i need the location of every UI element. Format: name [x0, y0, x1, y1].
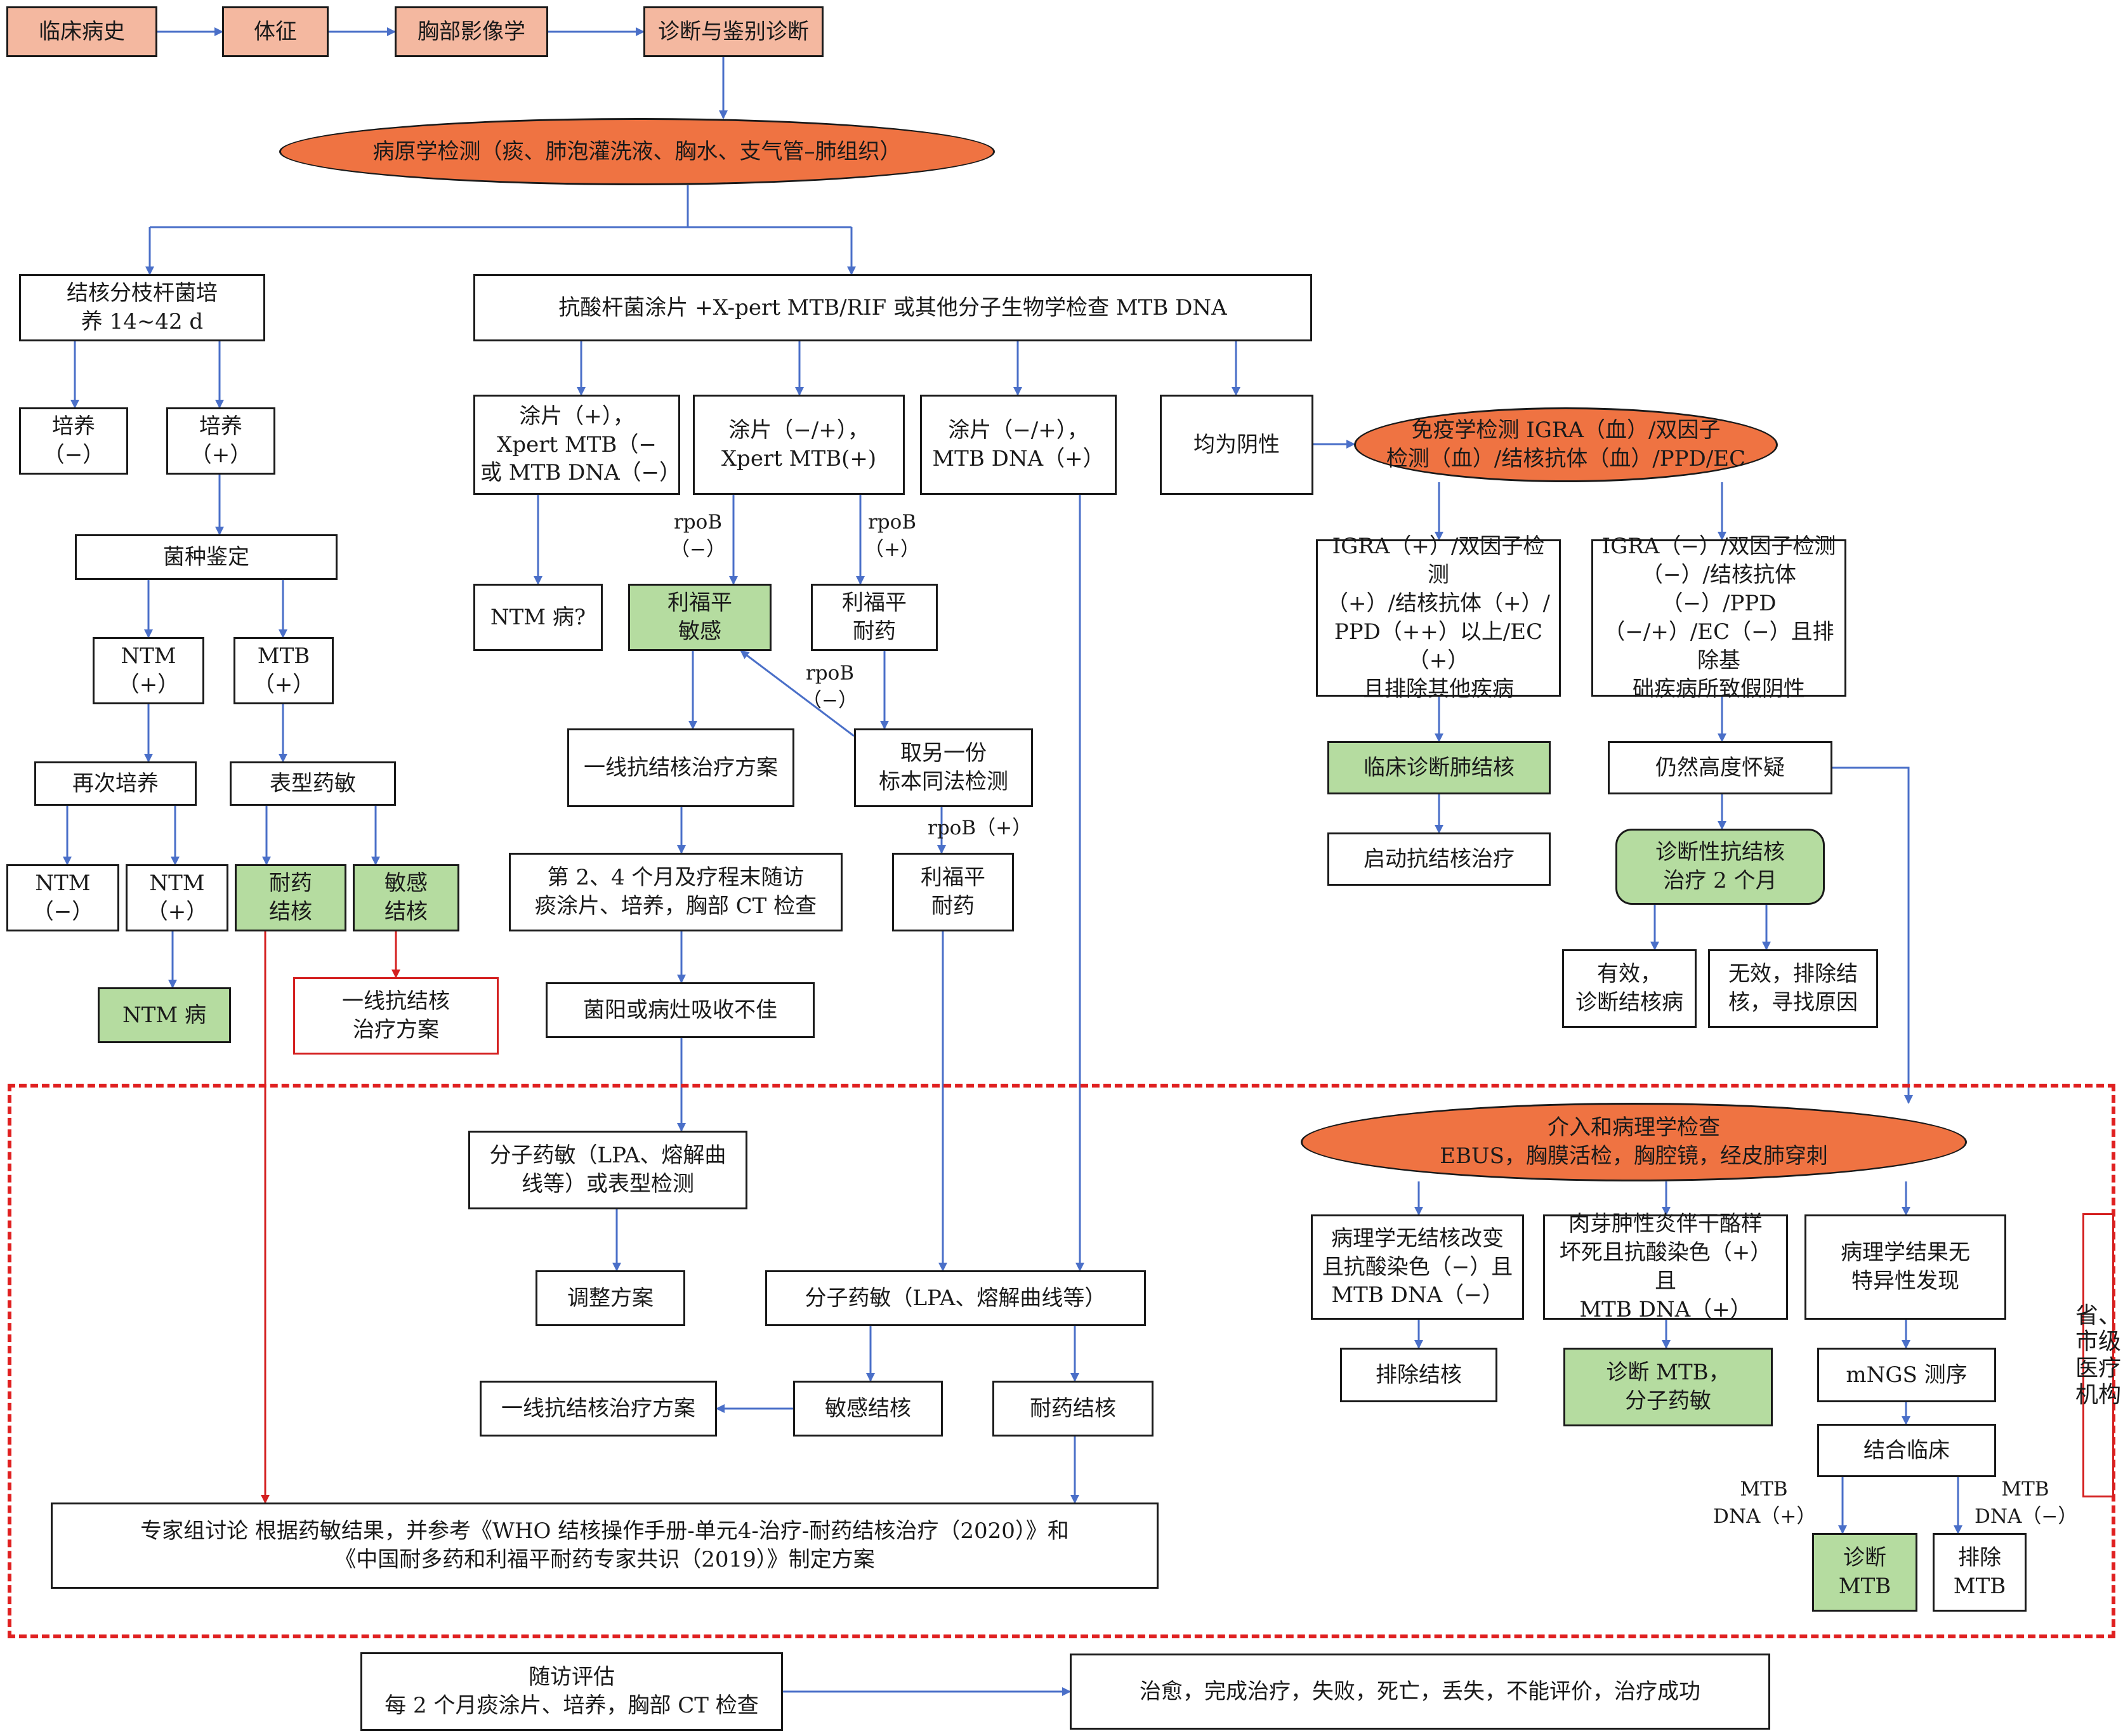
exclude-tb-box: 排除结核 [1340, 1348, 1497, 1402]
physical-signs-box: 体征 [222, 6, 329, 57]
ntm-negative-box-2: NTM （−） [6, 864, 119, 931]
followup-months-box: 第 2、4 个月及疗程末随访 痰涂片、培养，胸部 CT 检查 [509, 853, 843, 931]
first-line-regimen-box-left: 一线抗结核 治疗方案 [293, 977, 499, 1055]
igra-positive-box: IGRA（+）/双因子检测 （+）/结核抗体（+）/ PPD（++）以上/EC（… [1316, 534, 1561, 702]
clinical-history-box: 临床病史 [6, 6, 157, 57]
provincial-city-region-label: 省、市级医疗机构 [2075, 1213, 2121, 1497]
chest-imaging-box: 胸部影像学 [395, 6, 548, 57]
first-line-regimen-box-mid: 一线抗结核治疗方案 [567, 728, 794, 807]
rpob-negative-label-2: rpoB （−） [802, 662, 858, 712]
culture-negative-box: 培养 （−） [19, 407, 128, 475]
combine-clinical-box: 结合临床 [1817, 1424, 1996, 1477]
start-treatment-box: 启动抗结核治疗 [1327, 832, 1551, 886]
connector-arrow-53 [1832, 766, 1913, 1104]
expert-panel-box: 专家组讨论 根据药敏结果，并参考《WHO 结核操作手册-单元4-治疗-耐药结核治… [51, 1503, 1159, 1589]
molecular-dst-box-2: 分子药敏（LPA、熔解曲线等） [765, 1270, 1146, 1326]
drug-resistant-tb-box-left: 耐药 结核 [235, 864, 346, 931]
diagnose-mtb-box: 诊断 MTB [1812, 1533, 1917, 1612]
clinical-diagnosis-box: 临床诊断肺结核 [1327, 741, 1551, 794]
mtb-dna-negative-label: MTB DNA（−） [1975, 1478, 2078, 1528]
igra-negative-box: IGRA（−）/双因子检测 （−）/结核抗体（−）/PPD （−/+）/EC（−… [1591, 534, 1846, 702]
all-negative-box: 均为阴性 [1160, 395, 1313, 495]
ntm-disease-question-box: NTM 病? [473, 584, 603, 651]
poor-response-box: 菌阳或病灶吸收不佳 [546, 982, 815, 1038]
first-line-regimen-box-low: 一线抗结核治疗方案 [480, 1381, 717, 1437]
culture-positive-box: 培养 （+） [166, 407, 275, 475]
ntm-disease-box: NTM 病 [98, 987, 231, 1043]
diagnostic-treatment-box: 诊断性抗结核 治疗 2 个月 [1615, 829, 1825, 905]
mtb-positive-box: MTB （+） [233, 637, 334, 704]
diagnosis-differential-box: 诊断与鉴别诊断 [643, 6, 824, 57]
adjust-regimen-box: 调整方案 [536, 1270, 685, 1326]
effective-box: 有效， 诊断结核病 [1562, 949, 1697, 1028]
outcomes-box: 治愈，完成治疗，失败，死亡，丢失，不能评价，治疗成功 [1070, 1654, 1770, 1730]
ntm-positive-box-2: NTM （+） [126, 864, 228, 931]
smear-xpert-positive-box: 涂片（−/+）， Xpert MTB(+) [693, 395, 905, 495]
ineffective-box: 无效，排除结 核，寻找原因 [1708, 949, 1878, 1028]
smear-positive-box: 涂片（+）， Xpert MTB（− 或 MTB DNA（−） [473, 395, 681, 495]
ntm-positive-box: NTM （+） [93, 637, 204, 704]
resistant-tb-box: 耐药结核 [992, 1381, 1154, 1437]
sensitive-tb-box: 敏感结核 [793, 1381, 943, 1437]
phenotypic-dst-box: 表型药敏 [230, 761, 396, 806]
exclude-mtb-box: 排除 MTB [1933, 1533, 2027, 1612]
species-identification-box: 菌种鉴定 [75, 534, 338, 580]
pathology-nonspecific-box: 病理学结果无 特异性发现 [1804, 1214, 2006, 1320]
pathology-granuloma-box: 肉芽肿性炎伴干酪样 坏死且抗酸染色（+）且 MTB DNA（+） [1543, 1211, 1788, 1322]
drug-sensitive-tb-box-left: 敏感 结核 [353, 864, 459, 931]
still-suspected-box: 仍然高度怀疑 [1608, 741, 1832, 794]
rpob-negative-label: rpoB （−） [670, 511, 726, 561]
rpob-positive-label: rpoB （+） [864, 511, 920, 561]
immunology-testing-ellipse: 免疫学检测 IGRA（血）/双因子 检测（血）/结核抗体（血）/PPD/EC [1354, 407, 1778, 482]
rpob-positive-label-2: rpoB（+） [928, 817, 1032, 839]
connector-arrow-32 [740, 650, 855, 737]
tb-culture-box: 结核分枝杆菌培 养 14~42 d [19, 274, 265, 341]
smear-dna-positive-box: 涂片（−/+）， MTB DNA（+） [920, 395, 1117, 495]
pathogen-testing-ellipse: 病原学检测（痰、肺泡灌洗液、胸水、支气管–肺组织） [279, 118, 995, 185]
diagnose-mtb-dst-box: 诊断 MTB， 分子药敏 [1563, 1348, 1773, 1426]
followup-evaluation-box: 随访评估 每 2 个月痰涂片、培养，胸部 CT 检查 [360, 1652, 783, 1731]
retest-specimen-box: 取另一份 标本同法检测 [854, 728, 1033, 807]
rifampicin-resistant-box: 利福平 耐药 [811, 584, 938, 651]
molecular-dst-box: 分子药敏（LPA、熔解曲 线等）或表型检测 [468, 1131, 747, 1209]
reculture-box: 再次培养 [34, 761, 197, 806]
rifampicin-resistant-box-2: 利福平 耐药 [892, 853, 1014, 931]
rifampicin-sensitive-box: 利福平 敏感 [628, 584, 772, 651]
mngs-box: mNGS 测序 [1817, 1348, 1996, 1402]
smear-xpert-box: 抗酸杆菌涂片 +X-pert MTB/RIF 或其他分子生物学检查 MTB DN… [473, 274, 1312, 341]
interventional-pathology-ellipse: 介入和病理学检查 EBUS，胸膜活检，胸腔镜，经皮肺穿刺 [1301, 1103, 1967, 1181]
mtb-dna-positive-label: MTB DNA（+） [1713, 1478, 1817, 1528]
pathology-no-tb-box: 病理学无结核改变 且抗酸染色（−）且 MTB DNA（−） [1311, 1214, 1524, 1320]
